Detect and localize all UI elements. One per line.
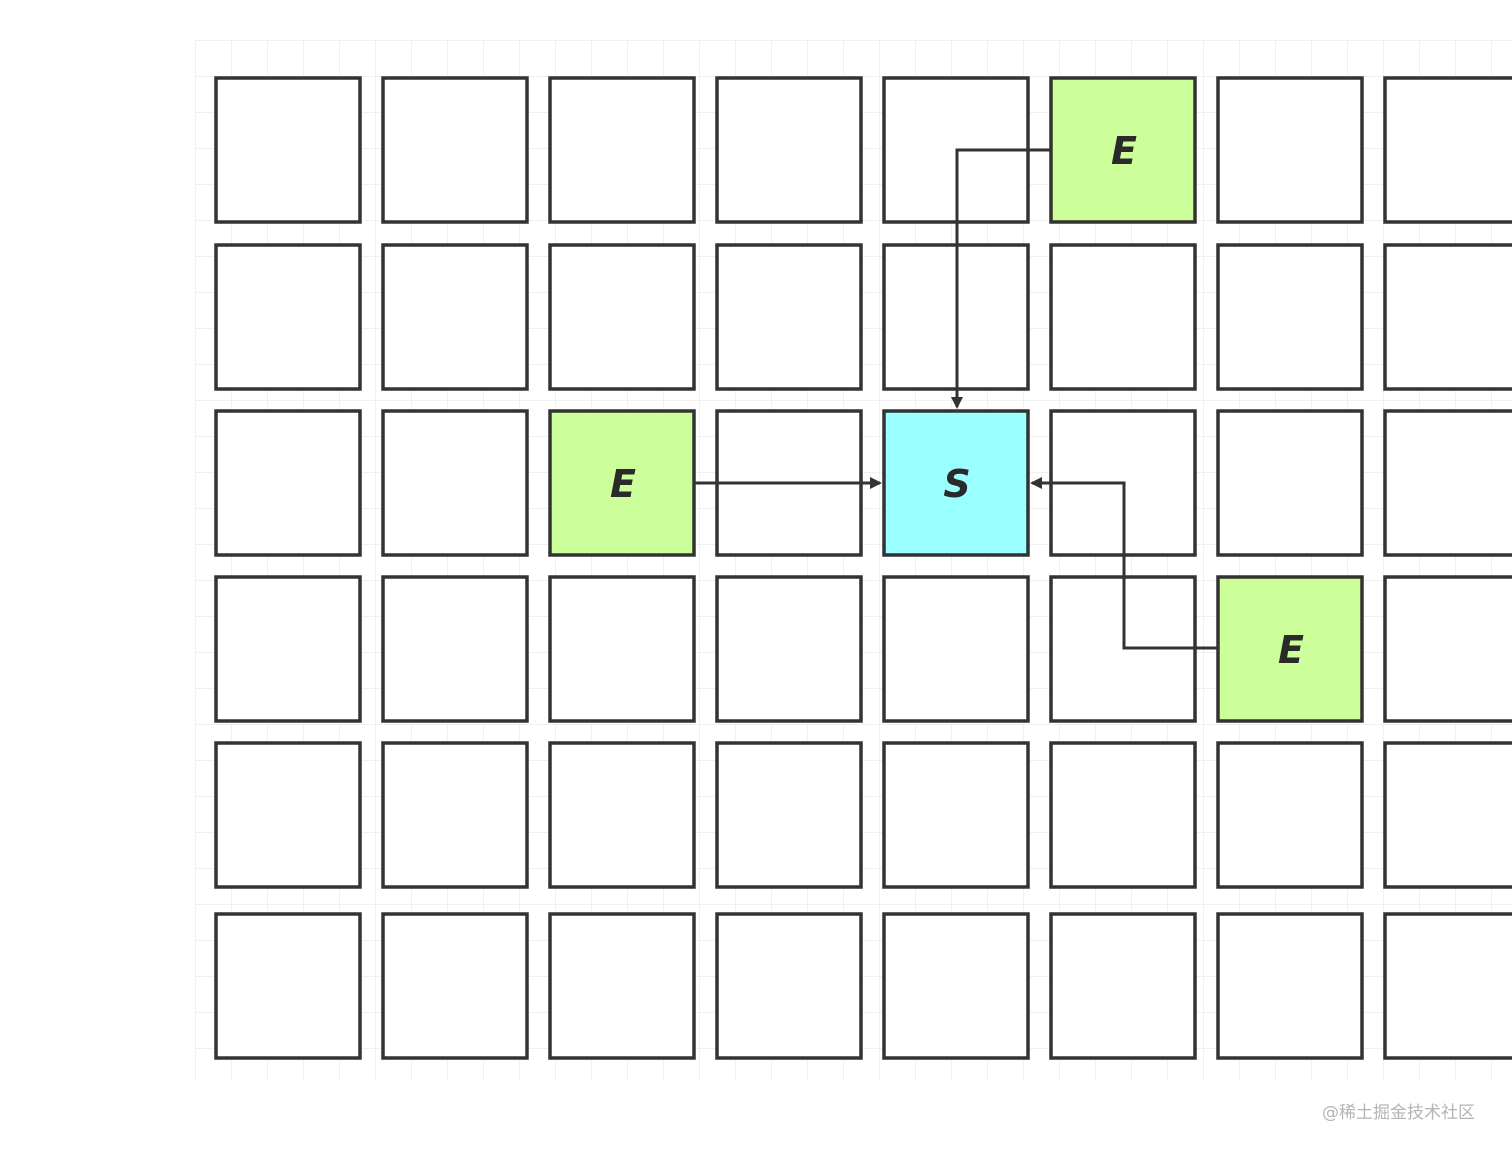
grid-cell <box>715 243 863 391</box>
grid-cell <box>381 575 529 723</box>
grid-cell <box>214 409 362 557</box>
grid-cell <box>882 741 1030 889</box>
end-cell <box>548 409 696 557</box>
grid-cell <box>1383 741 1512 889</box>
labels-layer: E E S E <box>610 129 1304 672</box>
watermark: @稀土掘金技术社区 <box>1322 1103 1475 1123</box>
arrow-3 <box>1030 477 1217 650</box>
grid-cell <box>381 409 529 557</box>
end-label: E <box>610 462 636 506</box>
grid-cell <box>1383 912 1512 1060</box>
grid-cell <box>1216 912 1364 1060</box>
end-label: E <box>1111 129 1137 173</box>
grid-cell <box>381 912 529 1060</box>
end-cell <box>1049 76 1197 224</box>
grid-cell <box>715 575 863 723</box>
grid-cell <box>214 912 362 1060</box>
start-cell <box>882 409 1030 557</box>
grid-cell <box>1049 243 1197 391</box>
end-label: E <box>1278 628 1304 672</box>
grid-cell <box>715 741 863 889</box>
arrow-1 <box>951 148 1050 409</box>
grid-cell <box>214 741 362 889</box>
grid-cell <box>548 76 696 224</box>
grid-cell <box>548 575 696 723</box>
grid-cell <box>882 575 1030 723</box>
grid-cell <box>1049 741 1197 889</box>
grid-cell <box>548 741 696 889</box>
arrows-layer <box>695 148 1217 650</box>
grid-cell <box>1216 741 1364 889</box>
grid-cell <box>1216 243 1364 391</box>
grid-cell <box>1383 575 1512 723</box>
grid-cell <box>381 243 529 391</box>
grid-cell <box>1216 409 1364 557</box>
grid-cell <box>1216 76 1364 224</box>
grid-cell <box>1383 243 1512 391</box>
grid-cell <box>381 76 529 224</box>
grid-cell <box>715 912 863 1060</box>
grid-cell <box>882 912 1030 1060</box>
grid-cell <box>1383 76 1512 224</box>
grid-cell <box>548 912 696 1060</box>
grid-cell <box>715 76 863 224</box>
end-cell <box>1216 575 1364 723</box>
start-label: S <box>943 462 970 506</box>
grid-cell <box>381 741 529 889</box>
grid-cell <box>214 575 362 723</box>
grid-cell <box>214 76 362 224</box>
grid-cell <box>1049 912 1197 1060</box>
grid-cell <box>214 243 362 391</box>
grid-cell <box>1383 409 1512 557</box>
grid-cell <box>548 243 696 391</box>
